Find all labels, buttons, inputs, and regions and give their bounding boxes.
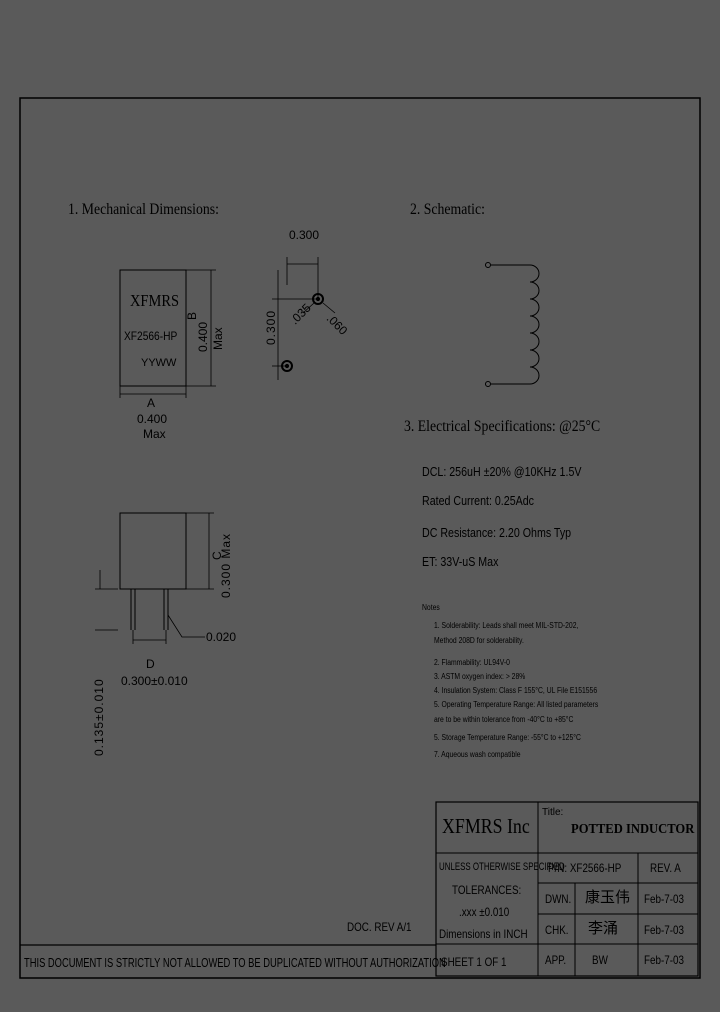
note-line: 4. Insulation System: Class F 155°C, UL …: [434, 686, 598, 695]
note-line: 5. Storage Temperature Range: -55°C to +…: [434, 733, 581, 742]
note-line: 7. Aqueous wash compatible: [434, 750, 521, 759]
mechanical-heading: 1. Mechanical Dimensions:: [68, 201, 219, 218]
spec-rated-current: Rated Current: 0.25Adc: [422, 493, 534, 508]
spec-dc-resistance: DC Resistance: 2.20 Ohms Typ: [422, 525, 572, 540]
note-line: 5. Operating Temperature Range: All list…: [434, 700, 599, 709]
dim-lead-length: 0.135±0.010: [92, 678, 106, 756]
terminal-2: [485, 381, 491, 387]
dim-d-letter: D: [146, 657, 155, 671]
dim-b-letter: B: [185, 311, 199, 320]
dim-a-letter: A: [147, 396, 156, 410]
part-number-marking: XF2566-HP: [124, 329, 178, 343]
pad-bottom: [281, 360, 293, 372]
note-line: 1. Solderability: Leads shall meet MIL-S…: [434, 621, 579, 630]
title-label: Title:: [542, 807, 564, 818]
dim-pad-spacing-v: 0.300: [264, 309, 278, 345]
schematic-heading: 2. Schematic:: [410, 201, 485, 218]
drawing-title: POTTED INDUCTOR: [571, 822, 695, 837]
checked-name: 李涌: [588, 919, 619, 937]
units-label: Dimensions in INCH: [439, 927, 528, 941]
unless-specified: UNLESS OTHERWISE SPECIFIED: [439, 861, 565, 873]
drawn-label: DWN.: [545, 892, 572, 906]
drawn-date: Feb-7-03: [644, 892, 684, 906]
checked-date: Feb-7-03: [644, 923, 684, 937]
schematic-coil: [529, 264, 540, 385]
approved-label: APP.: [545, 953, 567, 967]
note-line: 2. Flammability: UL94V-0: [434, 658, 510, 667]
dim-d-value: 0.300±0.010: [121, 674, 188, 688]
note-line: 3. ASTM oxygen index: > 28%: [434, 672, 526, 681]
doc-revision: DOC. REV A/1: [347, 920, 412, 934]
pad-top: [312, 293, 324, 305]
revision: REV. A: [650, 861, 681, 875]
company-name: XFMRS Inc: [442, 814, 530, 838]
spec-et: ET: 33V-uS Max: [422, 554, 499, 569]
dim-a-max: Max: [143, 427, 166, 441]
date-code-marking: YYWW: [141, 357, 177, 369]
note-line: Method 208D for solderability.: [434, 636, 524, 645]
title-block-frame: [435, 801, 699, 977]
dim-pad-spacing-h: 0.300: [289, 228, 320, 242]
terminal-1: [485, 262, 491, 268]
dim-b-max: Max: [211, 327, 225, 350]
notes-title: Notes: [422, 603, 440, 612]
dim-c-value: 0.300 Max: [219, 532, 233, 598]
tolerances-label: TOLERANCES:: [452, 883, 522, 897]
note-line: are to be within tolerance from -40°C to…: [434, 715, 574, 724]
tolerance-value: .xxx ±0.010: [459, 905, 510, 919]
part-number: P/N: XF2566-HP: [548, 861, 622, 875]
checked-label: CHK.: [545, 923, 569, 937]
dim-a-value: 0.400: [137, 412, 168, 426]
sheet-border: [19, 97, 701, 979]
top-view-body: [119, 269, 187, 387]
part-brand: XFMRS: [130, 291, 179, 310]
approved-name: BW: [592, 953, 608, 967]
dim-pin-diameter: 0.020: [206, 630, 237, 644]
spec-dcl: DCL: 256uH ±20% @10KHz 1.5V: [422, 464, 582, 479]
electrical-heading: 3. Electrical Specifications: @25°C: [404, 418, 601, 435]
side-view-body: [119, 512, 187, 590]
approved-date: Feb-7-03: [644, 953, 684, 967]
sheet-number: SHEET 1 OF 1: [441, 955, 507, 969]
footer-notice: THIS DOCUMENT IS STRICTLY NOT ALLOWED TO…: [24, 955, 446, 970]
dim-b-value: 0.400: [196, 321, 210, 352]
drawn-name: 康玉伟: [585, 888, 631, 906]
